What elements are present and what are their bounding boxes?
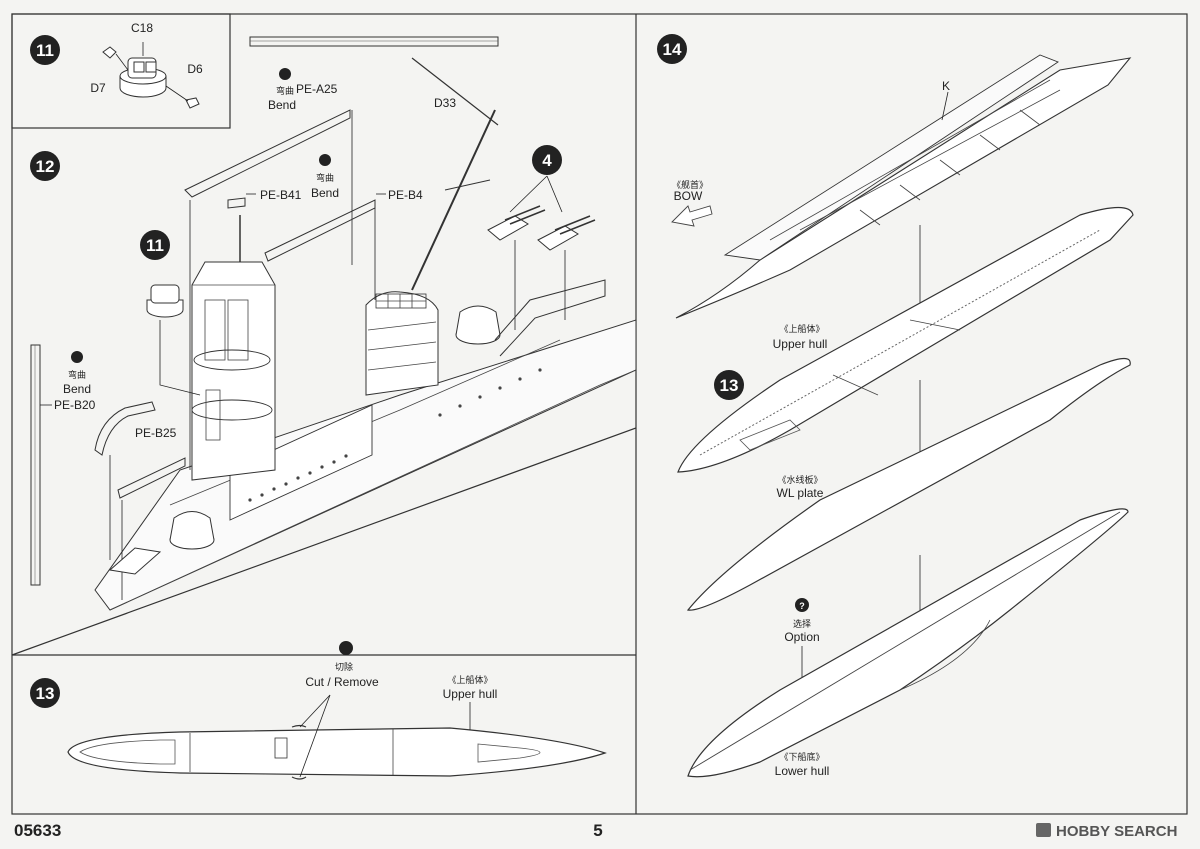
upper-hull-en-label: Upper hull: [773, 337, 828, 351]
step-12-number: 12: [36, 157, 55, 176]
hobby-search-logo-icon: [1036, 823, 1051, 837]
step-12-panel: 12: [30, 36, 637, 611]
part-d33-label: D33: [434, 96, 456, 110]
lower-hull: 《下船底》 Lower hull: [687, 508, 1129, 778]
option-note: ? 选择 Option: [784, 598, 820, 690]
svg-text:?: ?: [799, 601, 805, 611]
bend-en-label: Bend: [63, 382, 91, 396]
part-pe-b41-label: PE-B41: [260, 188, 302, 202]
step-11-number: 11: [36, 41, 54, 60]
bend-cn-label: 弯曲: [316, 172, 334, 184]
part-c18-label: C18: [131, 21, 153, 35]
step-11-ref-number: 11: [146, 236, 164, 255]
funnel: [365, 291, 439, 396]
cut-cn-label: 切除: [335, 661, 353, 673]
step-13-ref-number: 13: [720, 376, 739, 395]
bend-icon: [279, 68, 291, 80]
ship-hull-assembly: [94, 319, 637, 611]
wl-plate: 《水线板》 WL plate: [686, 357, 1131, 611]
page-number: 5: [593, 821, 602, 840]
question-icon: [795, 598, 809, 612]
footer: 05633 5 HOBBY SEARCH: [14, 821, 1177, 840]
part-d7-piece: [102, 46, 117, 59]
cut-icon: [339, 641, 353, 655]
step-14-marker: [657, 34, 687, 64]
bow-en-label: BOW: [674, 189, 703, 203]
step-13-marker: [30, 678, 60, 708]
upper-hull-en-label: Upper hull: [443, 687, 498, 701]
bend-icon: [71, 351, 83, 363]
turret-sub-assembly: [146, 284, 201, 396]
turret-c18: [119, 57, 167, 98]
step-13-ref-marker: [714, 370, 744, 400]
bend-en-label: Bend: [268, 98, 296, 112]
part-pe-b25-label: PE-B25: [135, 426, 177, 440]
upper-hull-side-view: 《上船体》 Upper hull: [677, 206, 1134, 473]
bend-cn-label: 弯曲: [276, 85, 294, 97]
bend-icon: [319, 154, 331, 166]
deck-part-k: K: [675, 54, 1132, 319]
step-14-number: 14: [663, 40, 682, 59]
step-13-panel: 13 切除 Cut / Remove 《上船体》 Upper hull: [30, 641, 607, 780]
forward-aa-guns: [108, 547, 162, 575]
aft-turret: [455, 305, 501, 345]
wl-plate-en-label: WL plate: [777, 486, 824, 500]
kit-code: 05633: [14, 821, 61, 840]
lower-hull-cn-label: 《下船底》: [779, 751, 824, 763]
pe-railings: [30, 36, 499, 600]
step-11-ref-marker: [140, 230, 170, 260]
bow-cn-label: 《舰首》: [672, 179, 708, 191]
upper-hull-cn-label: 《上船体》: [447, 674, 492, 686]
twin-gun-mounts: [487, 175, 596, 330]
upper-hull-top-view: [67, 727, 607, 777]
wl-plate-cn-label: 《水线板》: [777, 474, 822, 486]
part-d6-piece: [185, 97, 200, 109]
step-13-number: 13: [36, 684, 55, 703]
bend-en-label: Bend: [311, 186, 339, 200]
portholes: [248, 368, 542, 502]
step-4-ref-marker: [532, 145, 562, 175]
part-d6-label: D6: [187, 62, 203, 76]
bow-arrow-icon: [671, 205, 713, 227]
bridge-tower: [191, 215, 276, 481]
part-pe-b20-label: PE-B20: [54, 398, 96, 412]
step-11-panel: 11 C18 D7 D6: [30, 21, 203, 109]
bend-cn-label: 弯曲: [68, 369, 86, 381]
bow-direction-indicator: 《舰首》 BOW: [671, 179, 713, 227]
cut-en-label: Cut / Remove: [305, 675, 379, 689]
panel-frames: [11, 13, 1188, 815]
option-cn-label: 选择: [793, 618, 811, 630]
step-14-panel: 14 K 《舰首》 BOW 《上船体》 Upper hull: [657, 34, 1134, 778]
mast-d33: D33: [411, 57, 499, 291]
part-d7-label: D7: [90, 81, 106, 95]
part-pe-b4-label: PE-B4: [388, 188, 423, 202]
upper-hull-cn-label: 《上船体》: [779, 323, 824, 335]
step-12-marker: [30, 151, 60, 181]
part-k-label: K: [942, 79, 950, 93]
step-11-marker: [30, 35, 60, 65]
watermark-text: HOBBY SEARCH: [1056, 823, 1177, 840]
part-pe-a25-label: PE-A25: [296, 82, 338, 96]
option-en-label: Option: [784, 630, 819, 644]
lower-hull-en-label: Lower hull: [775, 764, 830, 778]
step-4-ref-number: 4: [542, 151, 552, 170]
forward-turret: [169, 511, 215, 550]
